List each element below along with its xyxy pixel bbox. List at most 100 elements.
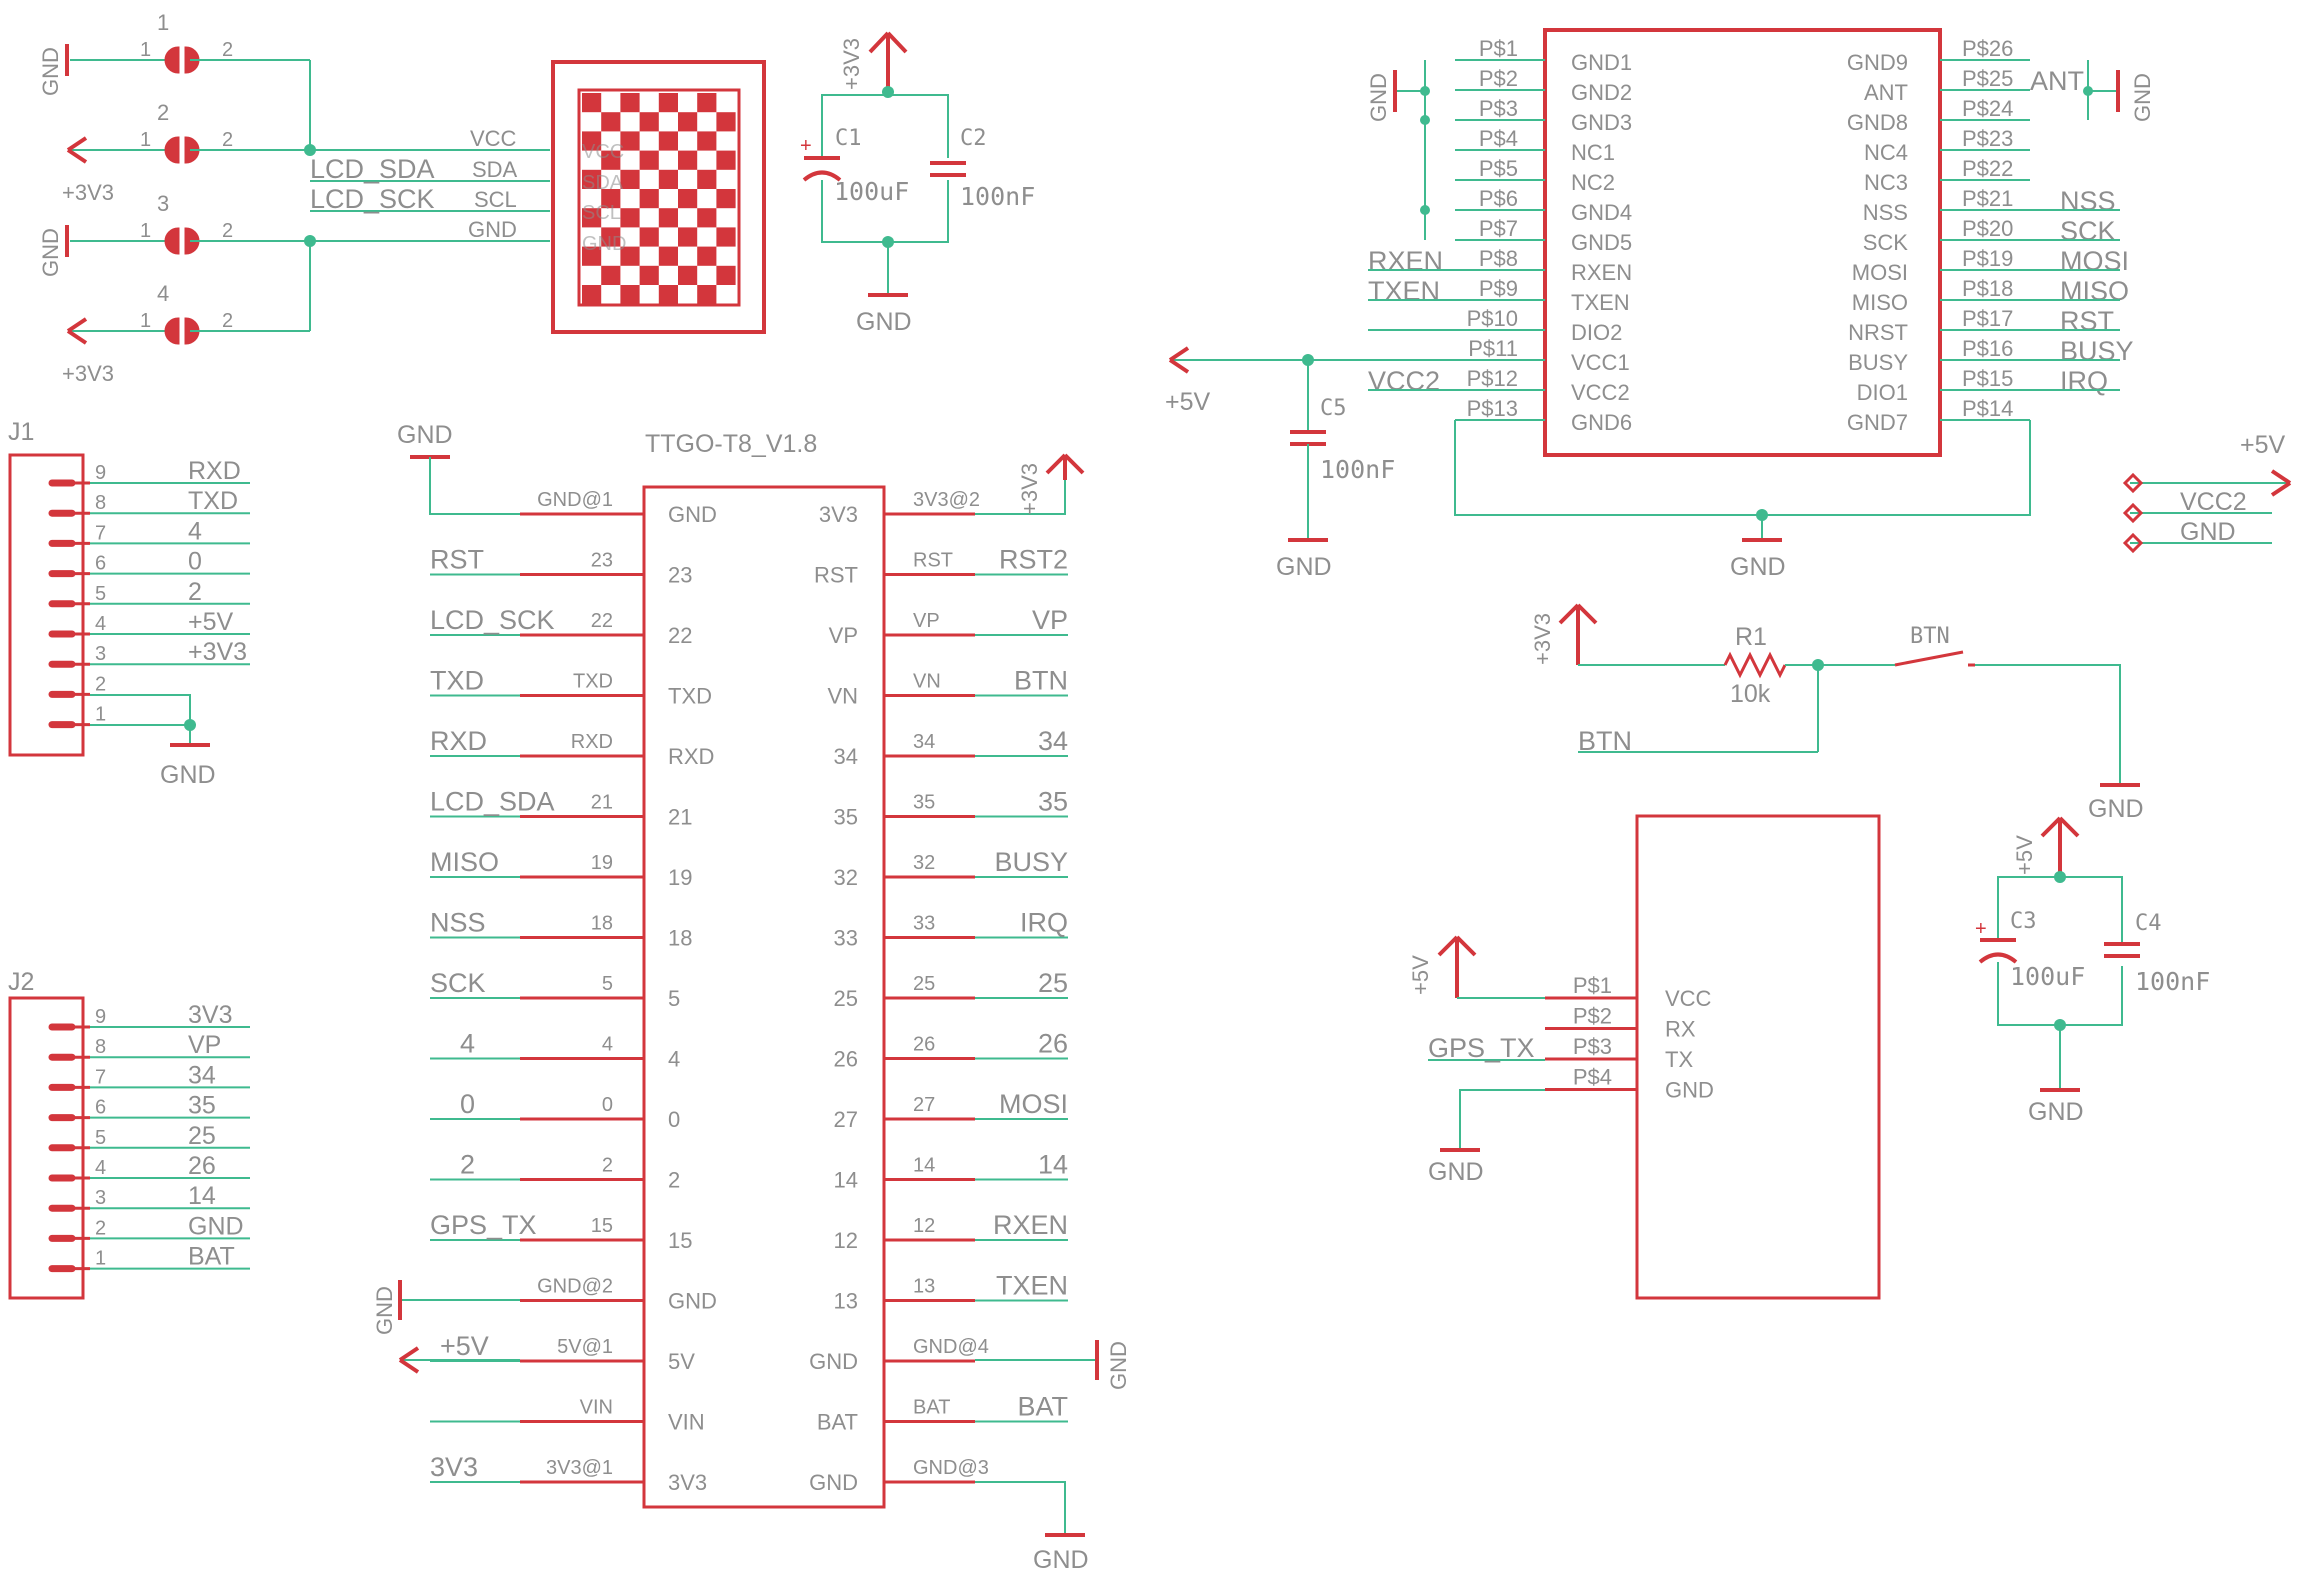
svg-text:+: + bbox=[800, 135, 812, 157]
lora-right-pin-name: ANT bbox=[1864, 80, 1908, 105]
gps-pin-num: P$2 bbox=[1573, 1004, 1612, 1029]
lora-left-pin-num: P$9 bbox=[1479, 276, 1518, 301]
connector-pin-num: 6 bbox=[95, 1097, 106, 1119]
c3-value: 100uF bbox=[2010, 962, 2085, 991]
resistor-r1 bbox=[1723, 651, 1787, 679]
connector-net-label: BAT bbox=[188, 1243, 235, 1271]
ttgo-left-pin-name: RXD bbox=[668, 744, 714, 769]
lora-net-ant: ANT bbox=[2030, 66, 2084, 96]
btn3-pin2: 2 bbox=[222, 220, 233, 242]
btn4-name: 4 bbox=[157, 281, 169, 306]
ttgo-left-pin-name: GND bbox=[668, 502, 717, 527]
lcd-pixel bbox=[620, 169, 640, 189]
button-4[interactable] bbox=[164, 317, 200, 345]
lcd-pixel bbox=[697, 131, 717, 151]
gps-supply: +5V bbox=[1408, 955, 1433, 995]
lora-left-pin-num: P$7 bbox=[1479, 216, 1518, 241]
lcd-pin-vcc: VCC bbox=[470, 126, 517, 151]
lora-left-pin-num: P$3 bbox=[1479, 96, 1518, 121]
lora-left-pin-name: GND2 bbox=[1571, 80, 1632, 105]
connector-net-label: +3V3 bbox=[188, 638, 247, 666]
ttgo-right-pin-name: 14 bbox=[834, 1168, 858, 1193]
cap-group-top: +3V3 GND + C1 100uF C2 100nF bbox=[800, 31, 1035, 336]
power-frame: +5V VCC2 GND bbox=[2122, 431, 2292, 554]
connector-net-label: RXD bbox=[188, 457, 241, 485]
ttgo-left-net-label: TXD bbox=[430, 666, 484, 696]
lcd-pixel bbox=[658, 93, 678, 113]
lora-right-pin-num: P$14 bbox=[1962, 396, 2013, 421]
ttgo-left-pin-num: 21 bbox=[591, 792, 613, 814]
btn-switch[interactable] bbox=[1894, 650, 1964, 667]
lora-net-vcc2: VCC2 bbox=[1368, 366, 1440, 396]
lora-right-pin-name: DIO1 bbox=[1857, 380, 1908, 405]
lora-bottom-gnd: GND bbox=[1730, 553, 1786, 581]
lcd-module: LCD_SDA LCD_SCK VCC SDA SCL GND VCC SDA … bbox=[310, 60, 766, 334]
lcd-pixel bbox=[601, 150, 621, 170]
lcd-inner-vcc: VCC bbox=[582, 141, 624, 163]
lcd-pin-sda: SDA bbox=[472, 157, 518, 182]
connector-net-label: 4 bbox=[188, 517, 202, 545]
ttgo-right-pin-name: GND bbox=[809, 1470, 858, 1495]
ttgo-left-net-label: 2 bbox=[460, 1150, 475, 1180]
top-supply-label: +3V3 bbox=[839, 38, 864, 90]
lcd-pixel bbox=[716, 150, 736, 170]
button-2[interactable] bbox=[164, 136, 200, 164]
lcd-pin-scl: SCL bbox=[474, 187, 517, 212]
ttgo-left-pin-name: 4 bbox=[668, 1047, 680, 1072]
connector-pin-num: 7 bbox=[95, 522, 106, 544]
connector-net-label: TXD bbox=[188, 487, 238, 515]
lora-right-pin-name: SCK bbox=[1863, 230, 1909, 255]
lcd-pixel bbox=[639, 265, 659, 285]
lcd-inner-scl: SCL bbox=[582, 202, 621, 224]
connector-pin-num: 3 bbox=[95, 643, 106, 665]
ttgo-left-pin-name: 0 bbox=[668, 1107, 680, 1132]
ttgo-left-pin-name: 22 bbox=[668, 623, 692, 648]
button-3[interactable] bbox=[164, 227, 200, 255]
lcd-pixel bbox=[601, 112, 621, 132]
lora-net-miso: MISO bbox=[2060, 276, 2129, 306]
ttgo-left-pin-num: 19 bbox=[591, 852, 613, 874]
ttgo-left-gnd: GND bbox=[372, 1286, 397, 1335]
connector-pin-num: 2 bbox=[95, 1217, 106, 1239]
lcd-pixel bbox=[620, 208, 640, 228]
ttgo-left-pin-num: 3V3@1 bbox=[546, 1457, 613, 1479]
lcd-pixel bbox=[716, 227, 736, 247]
ttgo-top-supply: +3V3 bbox=[1017, 463, 1042, 515]
connector-net-label: 2 bbox=[188, 578, 202, 606]
lora-right-pin-num: P$16 bbox=[1962, 336, 2013, 361]
frame-gnd: GND bbox=[2180, 518, 2236, 546]
connector-pin-num: 2 bbox=[95, 673, 106, 695]
ttgo-right-pin-num: VN bbox=[913, 671, 941, 693]
lora-right-pin-name: GND9 bbox=[1847, 50, 1908, 75]
lcd-pixel bbox=[716, 189, 736, 209]
lora-left-pin-name: VCC1 bbox=[1571, 350, 1630, 375]
lora-right-pin-num: P$24 bbox=[1962, 96, 2013, 121]
c5-gnd: GND bbox=[1276, 553, 1332, 581]
lora-right-pin-name: BUSY bbox=[1848, 350, 1908, 375]
ttgo-left-net-label: RST bbox=[430, 545, 484, 575]
connector-net-label: 35 bbox=[188, 1092, 216, 1120]
lora-right-pin-num: P$25 bbox=[1962, 66, 2013, 91]
connector-pin-num: 1 bbox=[95, 704, 106, 726]
lcd-pixel bbox=[658, 131, 678, 151]
ttgo-right-net-label: BAT bbox=[1017, 1392, 1068, 1422]
ttgo-left-pin-num: GND@1 bbox=[537, 489, 613, 511]
ttgo-left-net-label: SCK bbox=[430, 968, 486, 998]
lora-right-pin-num: P$20 bbox=[1962, 216, 2013, 241]
connector-pin-num: 8 bbox=[95, 1036, 106, 1058]
ttgo-title: TTGO-T8_V1.8 bbox=[645, 430, 817, 458]
ttgo-left-pin-name: 15 bbox=[668, 1228, 692, 1253]
gps-pin-name: TX bbox=[1665, 1047, 1693, 1072]
ttgo-left-net-label: RXD bbox=[430, 726, 487, 756]
lora-right-pin-name: MOSI bbox=[1852, 260, 1908, 285]
btn-circuit-supply: +3V3 bbox=[1530, 613, 1555, 665]
button-1[interactable] bbox=[164, 46, 200, 74]
connector-net-label: +5V bbox=[188, 608, 234, 636]
connector-pin-num: 9 bbox=[95, 1006, 106, 1028]
lcd-pixel bbox=[620, 93, 640, 113]
lcd-pixel bbox=[639, 112, 659, 132]
